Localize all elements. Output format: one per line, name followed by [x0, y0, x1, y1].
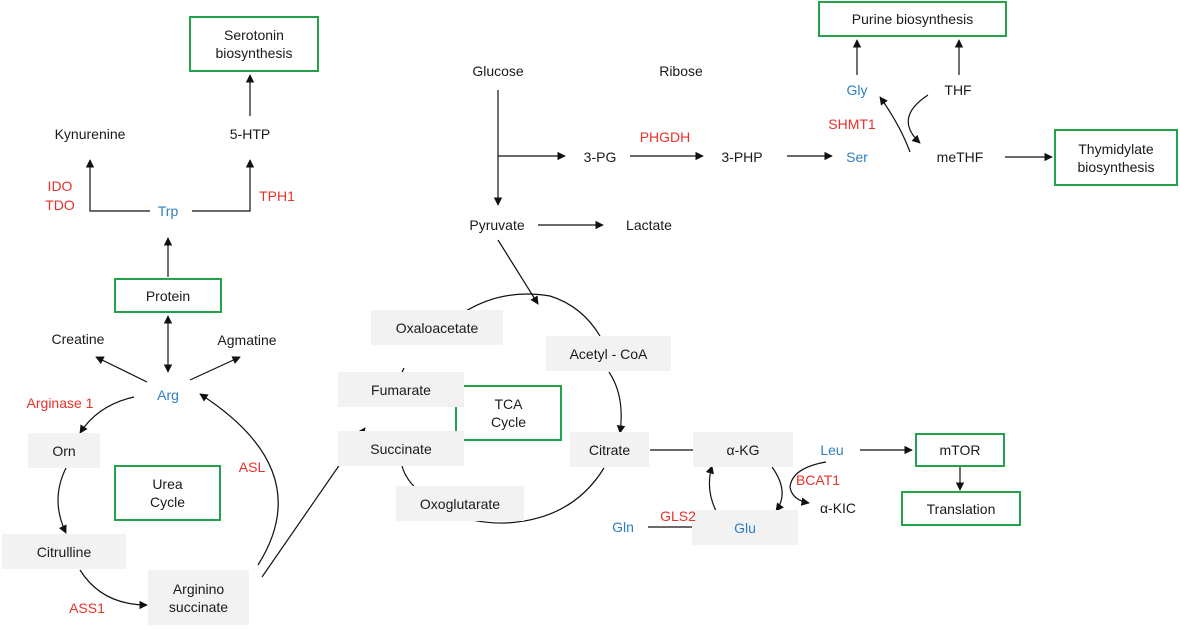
urea-cycle-box: Urea Cycle [114, 465, 221, 521]
argininosuccinate-to-arg-arrow [199, 393, 279, 566]
ser-label: Ser [846, 149, 868, 165]
mtor-box: mTOR [915, 433, 1005, 467]
akg-box: α-KG [693, 432, 793, 467]
gls2-label: GLS2 [660, 508, 696, 524]
ido-label: IDO [47, 178, 73, 194]
gly-label: Gly [846, 82, 868, 98]
argininosuccinate-box: Arginino succinate [148, 570, 249, 625]
creatine-label: Creatine [51, 331, 105, 347]
fumarate-box: Fumarate [338, 372, 464, 407]
tca-acetylcoa-to-citrate-arrow [608, 371, 626, 434]
arg-to-creatine-arrow [95, 356, 148, 383]
3pg-label: 3-PG [583, 149, 617, 165]
trp-label: Trp [157, 203, 179, 219]
citrulline-box: Citrulline [2, 534, 126, 569]
tca-cycle-box: TCA Cycle [455, 385, 562, 441]
leu-label: Leu [820, 442, 844, 458]
glu-box: Glu [692, 510, 798, 545]
methf-label: meTHF [936, 149, 984, 165]
phgdh-label: PHGDH [639, 129, 691, 145]
arg-to-orn-arrow [79, 396, 135, 434]
kynurenine-label: Kynurenine [54, 126, 126, 142]
tph1-label: TPH1 [259, 188, 295, 204]
trp-to-kynurenine-arrow [85, 159, 150, 212]
acetyl-coa-box: Acetyl - CoA [546, 336, 671, 371]
ass1-label: ASS1 [69, 600, 105, 616]
5htp-label: 5-HTP [229, 126, 271, 142]
protein-box: Protein [114, 278, 222, 313]
serotonin-biosynthesis-box: Serotonin biosynthesis [189, 16, 319, 72]
akg-to-glu-arrow [771, 466, 784, 512]
oxaloacetate-box: Oxaloacetate [371, 310, 503, 345]
thymidylate-biosynthesis-box: Thymidylate biosynthesis [1054, 129, 1178, 186]
asl-label: ASL [238, 459, 266, 475]
pyruvate-label: Pyruvate [469, 217, 525, 233]
succinate-box: Succinate [338, 431, 464, 466]
translation-box: Translation [901, 491, 1021, 526]
3php-label: 3-PHP [721, 149, 763, 165]
orn-to-citrulline-arrow [57, 467, 67, 534]
gln-label: Gln [612, 519, 634, 535]
arginase-1-label: Arginase 1 [26, 395, 94, 411]
citrulline-to-argininosuccinate-arrow [79, 569, 148, 610]
thf-to-methf-arrow [907, 94, 929, 144]
ribose-label: Ribose [659, 63, 703, 79]
arg-label: Arg [157, 387, 179, 403]
akic-label: α-KIC [819, 500, 857, 516]
tdo-label: TDO [45, 197, 75, 213]
leu-to-akic-arrow [789, 461, 827, 506]
trp-to-5htp-arrow [192, 159, 255, 212]
purine-biosynthesis-box: Purine biosynthesis [818, 1, 1007, 37]
bcat1-label: BCAT1 [795, 472, 841, 488]
ser-to-gly-arrow [879, 96, 911, 153]
thf-label: THF [944, 82, 972, 98]
agmatine-label: Agmatine [217, 332, 277, 348]
citrate-box: Citrate [570, 432, 649, 467]
pyruvate-to-tca-arrow [497, 239, 539, 305]
oxoglutarate-box: Oxoglutarate [396, 486, 524, 521]
glu-to-akg-arrow [705, 465, 718, 514]
orn-box: Orn [28, 433, 100, 468]
shmt1-label: SHMT1 [828, 116, 876, 132]
arg-to-agmatine-arrow [189, 356, 241, 381]
glucose-label: Glucose [472, 63, 524, 79]
lactate-label: Lactate [626, 217, 672, 233]
